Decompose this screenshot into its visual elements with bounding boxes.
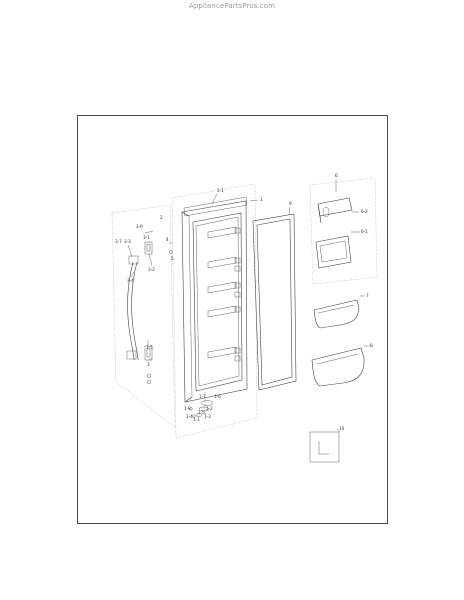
callout-9: 9 — [289, 201, 292, 206]
callout-5-1: 5-1 — [217, 188, 224, 193]
door-bin-middle — [313, 295, 365, 329]
door-hinge-parts — [189, 392, 214, 418]
callout-7: 7 — [366, 293, 369, 298]
dairy-bin-boundary — [309, 177, 378, 285]
callout-6-2: 6-2 — [361, 209, 368, 214]
handle-bracket-lower — [144, 345, 153, 361]
dairy-bin-assembly — [309, 177, 378, 285]
handle-assembly-boundary — [111, 204, 176, 428]
callout-1-8: 1-8 — [184, 406, 191, 411]
dairy-bin — [315, 235, 352, 269]
callout-10: 10 — [339, 426, 345, 431]
callout-3-2: 3-2 — [148, 267, 155, 272]
door-gasket — [252, 206, 297, 391]
door-assembly — [171, 183, 259, 439]
door-handle — [127, 261, 135, 361]
callout-3-3: 3-3 — [124, 239, 131, 244]
door-shelf-ribs — [207, 226, 237, 359]
door-liner — [192, 212, 243, 392]
callout-6-1: 6-1 — [361, 229, 368, 234]
callout-3-7: 3-7 — [115, 239, 122, 244]
callout-1: 1 — [260, 197, 263, 202]
callout-2: 2 — [160, 215, 163, 220]
callout-4: 4 — [166, 237, 169, 242]
callout-1-7: 1-7 — [199, 394, 206, 399]
site-header: AppliancePartsPros.com — [188, 2, 276, 10]
callout-1-4: 1-4 — [186, 414, 193, 419]
handle-bracket-upper — [144, 241, 153, 255]
handle-cap-upper — [128, 255, 139, 265]
door-bin-lower — [311, 345, 369, 387]
callout-1-2: 1-2 — [206, 406, 213, 411]
callout-3-4: 3-4 — [127, 278, 134, 283]
screw — [169, 250, 173, 254]
callout-1-6: 1-6 — [214, 394, 221, 399]
handle-assembly — [111, 204, 176, 428]
callout-3: 3 — [147, 362, 150, 367]
callout-5: 5 — [171, 256, 174, 261]
callout-8: 8 — [370, 343, 373, 348]
screw — [144, 230, 154, 234]
callout-1-3: 1-3 — [204, 414, 211, 419]
callout-1-1: 1-1 — [193, 417, 200, 422]
callout-6: 6 — [335, 173, 338, 178]
diagram-frame — [77, 115, 388, 524]
callout-labels: 3-3 3-7 3-6 2 3-1 3-2 3-4 3-5 3 4 5 5-1 … — [115, 173, 373, 431]
item-10-box — [309, 428, 341, 463]
shelf-clips — [234, 227, 241, 362]
screw — [146, 373, 152, 379]
door-panel — [181, 200, 248, 403]
callout-3-6: 3-6 — [136, 224, 143, 229]
handle-cap-lower — [126, 350, 137, 360]
callout-3-5: 3-5 — [146, 345, 153, 350]
callout-1-5: 1-5 — [198, 410, 205, 415]
callout-3-1: 3-1 — [143, 235, 150, 240]
